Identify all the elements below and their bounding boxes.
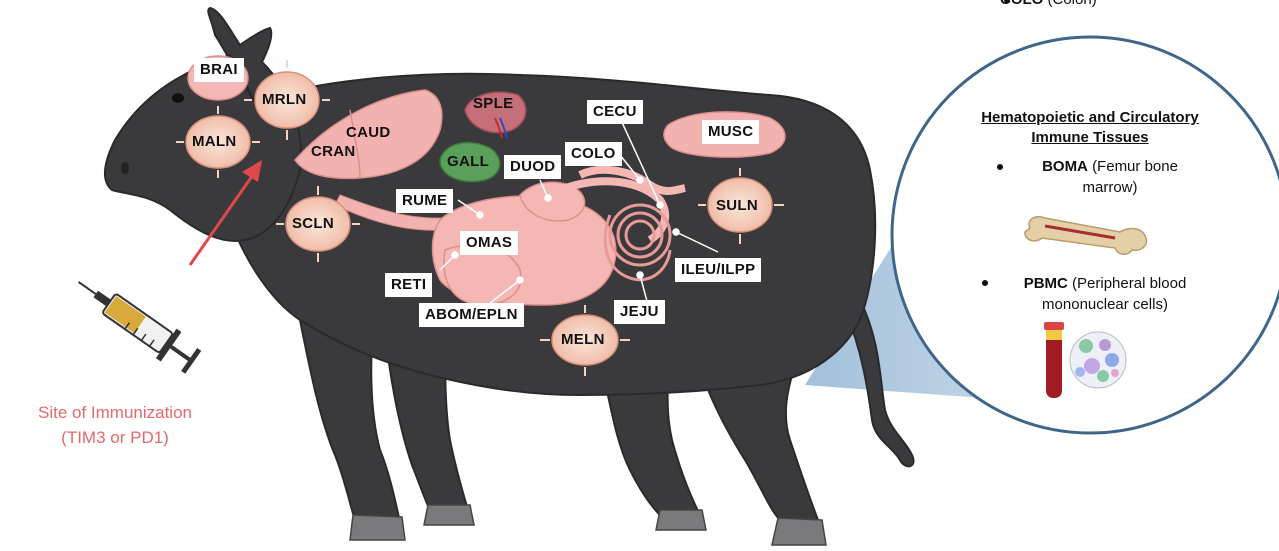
label-maln: MALN bbox=[192, 133, 237, 151]
cow-eye bbox=[172, 93, 184, 103]
blood-tube-icon bbox=[1044, 322, 1064, 398]
label-cecu: CECU bbox=[587, 100, 643, 124]
boma-item: BOMA (Femur bone marrow) bbox=[1010, 156, 1210, 198]
label-abom-epln: ABOM/EPLN bbox=[419, 303, 524, 327]
label-colo: COLO bbox=[565, 142, 622, 166]
label-ileu-ilpp: ILEU/ILPP bbox=[675, 258, 761, 282]
label-mrln: MRLN bbox=[262, 91, 307, 109]
label-meln: MELN bbox=[561, 331, 605, 349]
bubble-title: Hematopoietic and Circulatory Immune Tis… bbox=[940, 108, 1240, 148]
label-brai: BRAI bbox=[194, 58, 244, 82]
hooves bbox=[350, 505, 826, 545]
label-musc: MUSC bbox=[702, 120, 759, 144]
label-reti: RETI bbox=[385, 273, 432, 297]
top-tissue-note: COLO (Colon) bbox=[1000, 0, 1097, 8]
label-rume: RUME bbox=[396, 189, 453, 213]
label-spleen: SPLE bbox=[473, 95, 513, 113]
label-jeju: JEJU bbox=[614, 300, 665, 324]
pbmc-item: PBMC (Peripheral blood mononuclear cells… bbox=[995, 273, 1215, 315]
label-omas: OMAS bbox=[460, 231, 518, 255]
immunization-site-label: Site of Immunization (TIM3 or PD1) bbox=[0, 400, 230, 450]
label-cran: CRAN bbox=[311, 143, 356, 161]
label-duod: DUOD bbox=[504, 155, 561, 179]
label-scln: SCLN bbox=[292, 215, 334, 233]
label-gall: GALL bbox=[447, 153, 489, 171]
pbmc-cells-icon bbox=[1070, 332, 1126, 388]
label-suln: SULN bbox=[716, 197, 758, 215]
cow-nostril bbox=[121, 162, 129, 174]
label-caud: CAUD bbox=[346, 124, 391, 142]
syringe-icon bbox=[68, 267, 203, 377]
